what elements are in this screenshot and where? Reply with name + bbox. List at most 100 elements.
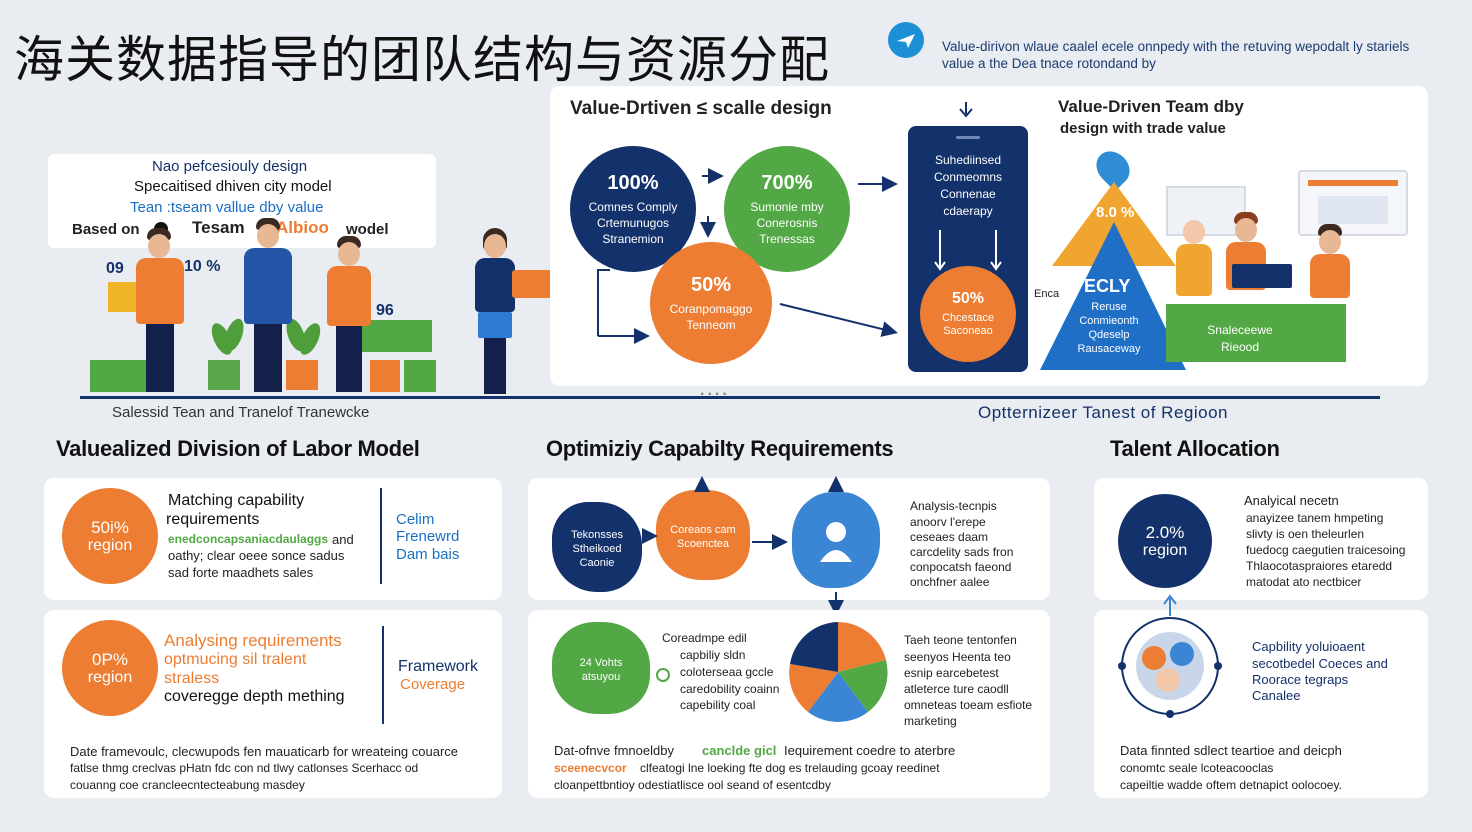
card-left-2-divider: [382, 626, 384, 724]
card-left-2-title-1: Analysing requirements: [164, 631, 342, 650]
flow-arrows: [597, 168, 898, 344]
card-left-1-side-1: Celim: [396, 511, 435, 528]
card-left-2-title-2: optmucing sil tralent: [164, 651, 307, 668]
hero-line-2: Specaitised dhiven city model: [134, 178, 332, 195]
card-left-1-circle: 50i% region: [62, 488, 158, 584]
hero-line-4d: wodel: [346, 221, 389, 238]
hero-num-2: 10 %: [184, 258, 221, 275]
card-right-2-title-4: Canalee: [1252, 688, 1301, 703]
card-mid-2-text-a1: Coreadmpe edil: [662, 631, 747, 645]
card-left-1-side-2: Frenewrd: [396, 528, 460, 545]
card-left-1-side-3: Dam bais: [396, 546, 460, 563]
card-mid-2-text-b4: atleterce ture caodll: [904, 682, 1009, 696]
hero-panel-title-left: Value-Drtiven ≤ scalle design: [570, 98, 832, 119]
bar-block: [404, 360, 436, 392]
card-right-1-body-1: anayizee tanem hmpeting: [1246, 511, 1384, 525]
card-mid-2-text-b3: esnip earcebetest: [904, 666, 999, 680]
blob-green: 24 Vohts atsuyou: [552, 622, 650, 714]
pyramid-top-value: 8.0 %: [1096, 204, 1135, 221]
hero-line-4c: Albioo: [276, 218, 329, 237]
card-right-2-title-3: Roorace tegraps: [1252, 672, 1349, 687]
laptop-icon: [512, 270, 552, 298]
card-left-1-green-line: enedconcapsaniacdaulaggs: [168, 532, 329, 546]
person-figure: [324, 236, 374, 398]
card-right-2-foot-1: Data finnted sdlect teartioe and deicph: [1120, 743, 1342, 758]
card-right-1-body-2: slivty is oen theleurlen: [1246, 527, 1365, 541]
up-down-arrows: [934, 230, 1002, 271]
bar-block: [360, 320, 432, 352]
blob-orange: Coreaos cam Scoenctea: [656, 490, 750, 580]
bar-block: [370, 360, 400, 392]
hero-dots: ....: [700, 382, 730, 399]
pyramid-side-label: Enca: [1034, 288, 1060, 300]
card-right-1-body-4: Thlaocotaspraiores etaredd: [1246, 559, 1393, 573]
header-tagline: Value-dirivon wlaue caalel ecele onnpedy…: [942, 39, 1410, 71]
card-left-2-foot-3: couanng coe crancleecntecteabung masdey: [70, 778, 305, 792]
person-figure: [130, 228, 190, 398]
card-mid-2-foot-2b: clfeatogi lne loeking fte dog es trelaud…: [640, 761, 940, 775]
phone-text: Suhediinsed Conmeomns Connenae cdaerapy: [933, 153, 1003, 218]
card-right-2-foot-3: capeiltie wadde oftem detnapict oolocoey…: [1120, 778, 1342, 792]
section-heading-right: Talent Allocation: [1110, 436, 1280, 461]
card-left-1-green-tail: and: [332, 532, 354, 547]
card-left-1-title-2: requirements: [166, 511, 260, 528]
card-mid-1-text-1: Analysis-tecnpis: [910, 499, 997, 513]
card-right-1-body-3: fuedocg caegutien traicesoing: [1246, 543, 1406, 557]
pyramid-graphic: [1040, 182, 1346, 370]
person-figure: [1306, 224, 1354, 304]
card-left-2-side-2: Coverage: [400, 676, 466, 693]
blob-navy: Tekonsses Stheikoed Caonie: [552, 502, 642, 592]
whiteboard-icon: [1298, 170, 1408, 236]
card-mid-2-text-a4: caredobility coainn: [680, 682, 780, 696]
card-mid-2-text-b5: omneteas toeam esfiote: [904, 698, 1033, 712]
card-mid-1-text-3: ceseaes daam: [910, 530, 989, 544]
metric-circle-700: 700% Sumonie mby Conerosnis Trenessas: [724, 146, 850, 272]
section-heading-left: Valuealized Division of Labor Model: [56, 436, 420, 461]
card-left-2-foot-1: Date framevoulc, clecwupods fen mauatica…: [70, 744, 459, 759]
green-block-text: Snaleceewe Rieood: [1207, 323, 1273, 354]
card-mid-2-foot-1a: Dat-ofnve fmnoeldby: [554, 743, 674, 758]
card-left-1-divider: [380, 488, 382, 584]
person-figure: [470, 228, 520, 398]
card-mid-1-text-4: carcdelity sads fron: [910, 545, 1014, 559]
hero-num-3: 96: [376, 302, 394, 319]
card-mid-2-text-a3: coloterseaa gccle: [680, 665, 774, 679]
plant-pot: [286, 360, 318, 390]
hero-panel-caption: Optternizeer Tanest of Regioon: [978, 403, 1228, 422]
card-right-2-foot-2: conomtc seale lcoteacooclas: [1120, 761, 1274, 775]
hero-left-caption: Salessid Tean and Tranelof Tranewcke: [112, 404, 370, 421]
section-heading-mid: Optimiziy Capabilty Requirements: [546, 436, 894, 461]
hero-line-1: Nao pefcesiouly design: [152, 158, 308, 175]
plant-pot: [208, 360, 240, 390]
card-mid-2-text-a2: capbiliy sldn: [680, 648, 746, 662]
card-left-2-title-3: straless: [164, 670, 220, 687]
card-mid-2-text-b1: Taeh teone tentonfen: [904, 633, 1017, 647]
blob-blue: [792, 492, 880, 588]
metric-circle-100: 100% Comnes Comply Crtemunugos Stranemio…: [570, 146, 696, 272]
pyramid-mid-text: Reruse Conmieonth Qdeselp Rausaceway: [1077, 301, 1141, 355]
pyramid-mid-value: ECLY: [1084, 276, 1131, 296]
card-mid-2-foot-1b: canclde gicl: [702, 743, 777, 758]
card-right-1-body-5: matodat ato nectbicer: [1246, 575, 1362, 589]
card-left-1-body-1: oathy; clear oeee sonce sadus: [168, 548, 345, 563]
card-mid-2-text-a5: capebility coal: [680, 698, 756, 712]
radio-icon: [656, 668, 670, 682]
hero-panel-title-right-2: design with trade value: [1060, 120, 1226, 137]
hero-line-4a: Based on: [72, 221, 140, 238]
person-figure: [1174, 218, 1214, 308]
card-left-2-title-4: coveregge depth mething: [164, 688, 345, 705]
card-right-1-title: Analyical necetn: [1244, 493, 1339, 508]
user-icon: [820, 522, 852, 562]
down-arrow-icon: [959, 102, 973, 118]
phone-metric-circle: 50% Chcestace Saconeao: [920, 266, 1016, 362]
hero-line-4b: Tesam: [192, 218, 245, 237]
card-mid-2-foot-3: cloanpettbntioy odestiatlisce ool seand …: [554, 778, 831, 792]
bar-block: [90, 360, 150, 392]
person-figure: [240, 218, 296, 398]
team-network-graphic: [1118, 594, 1222, 718]
card-mid-2-text-b2: seenyos Heenta teo: [904, 650, 1011, 664]
hero-quote-card: [48, 154, 436, 248]
card-right-2-title-1: Capbility yoluioaent: [1252, 639, 1365, 654]
segmented-globe-graphic: [789, 622, 888, 722]
card-left-2-circle: 0P% region: [62, 620, 158, 716]
